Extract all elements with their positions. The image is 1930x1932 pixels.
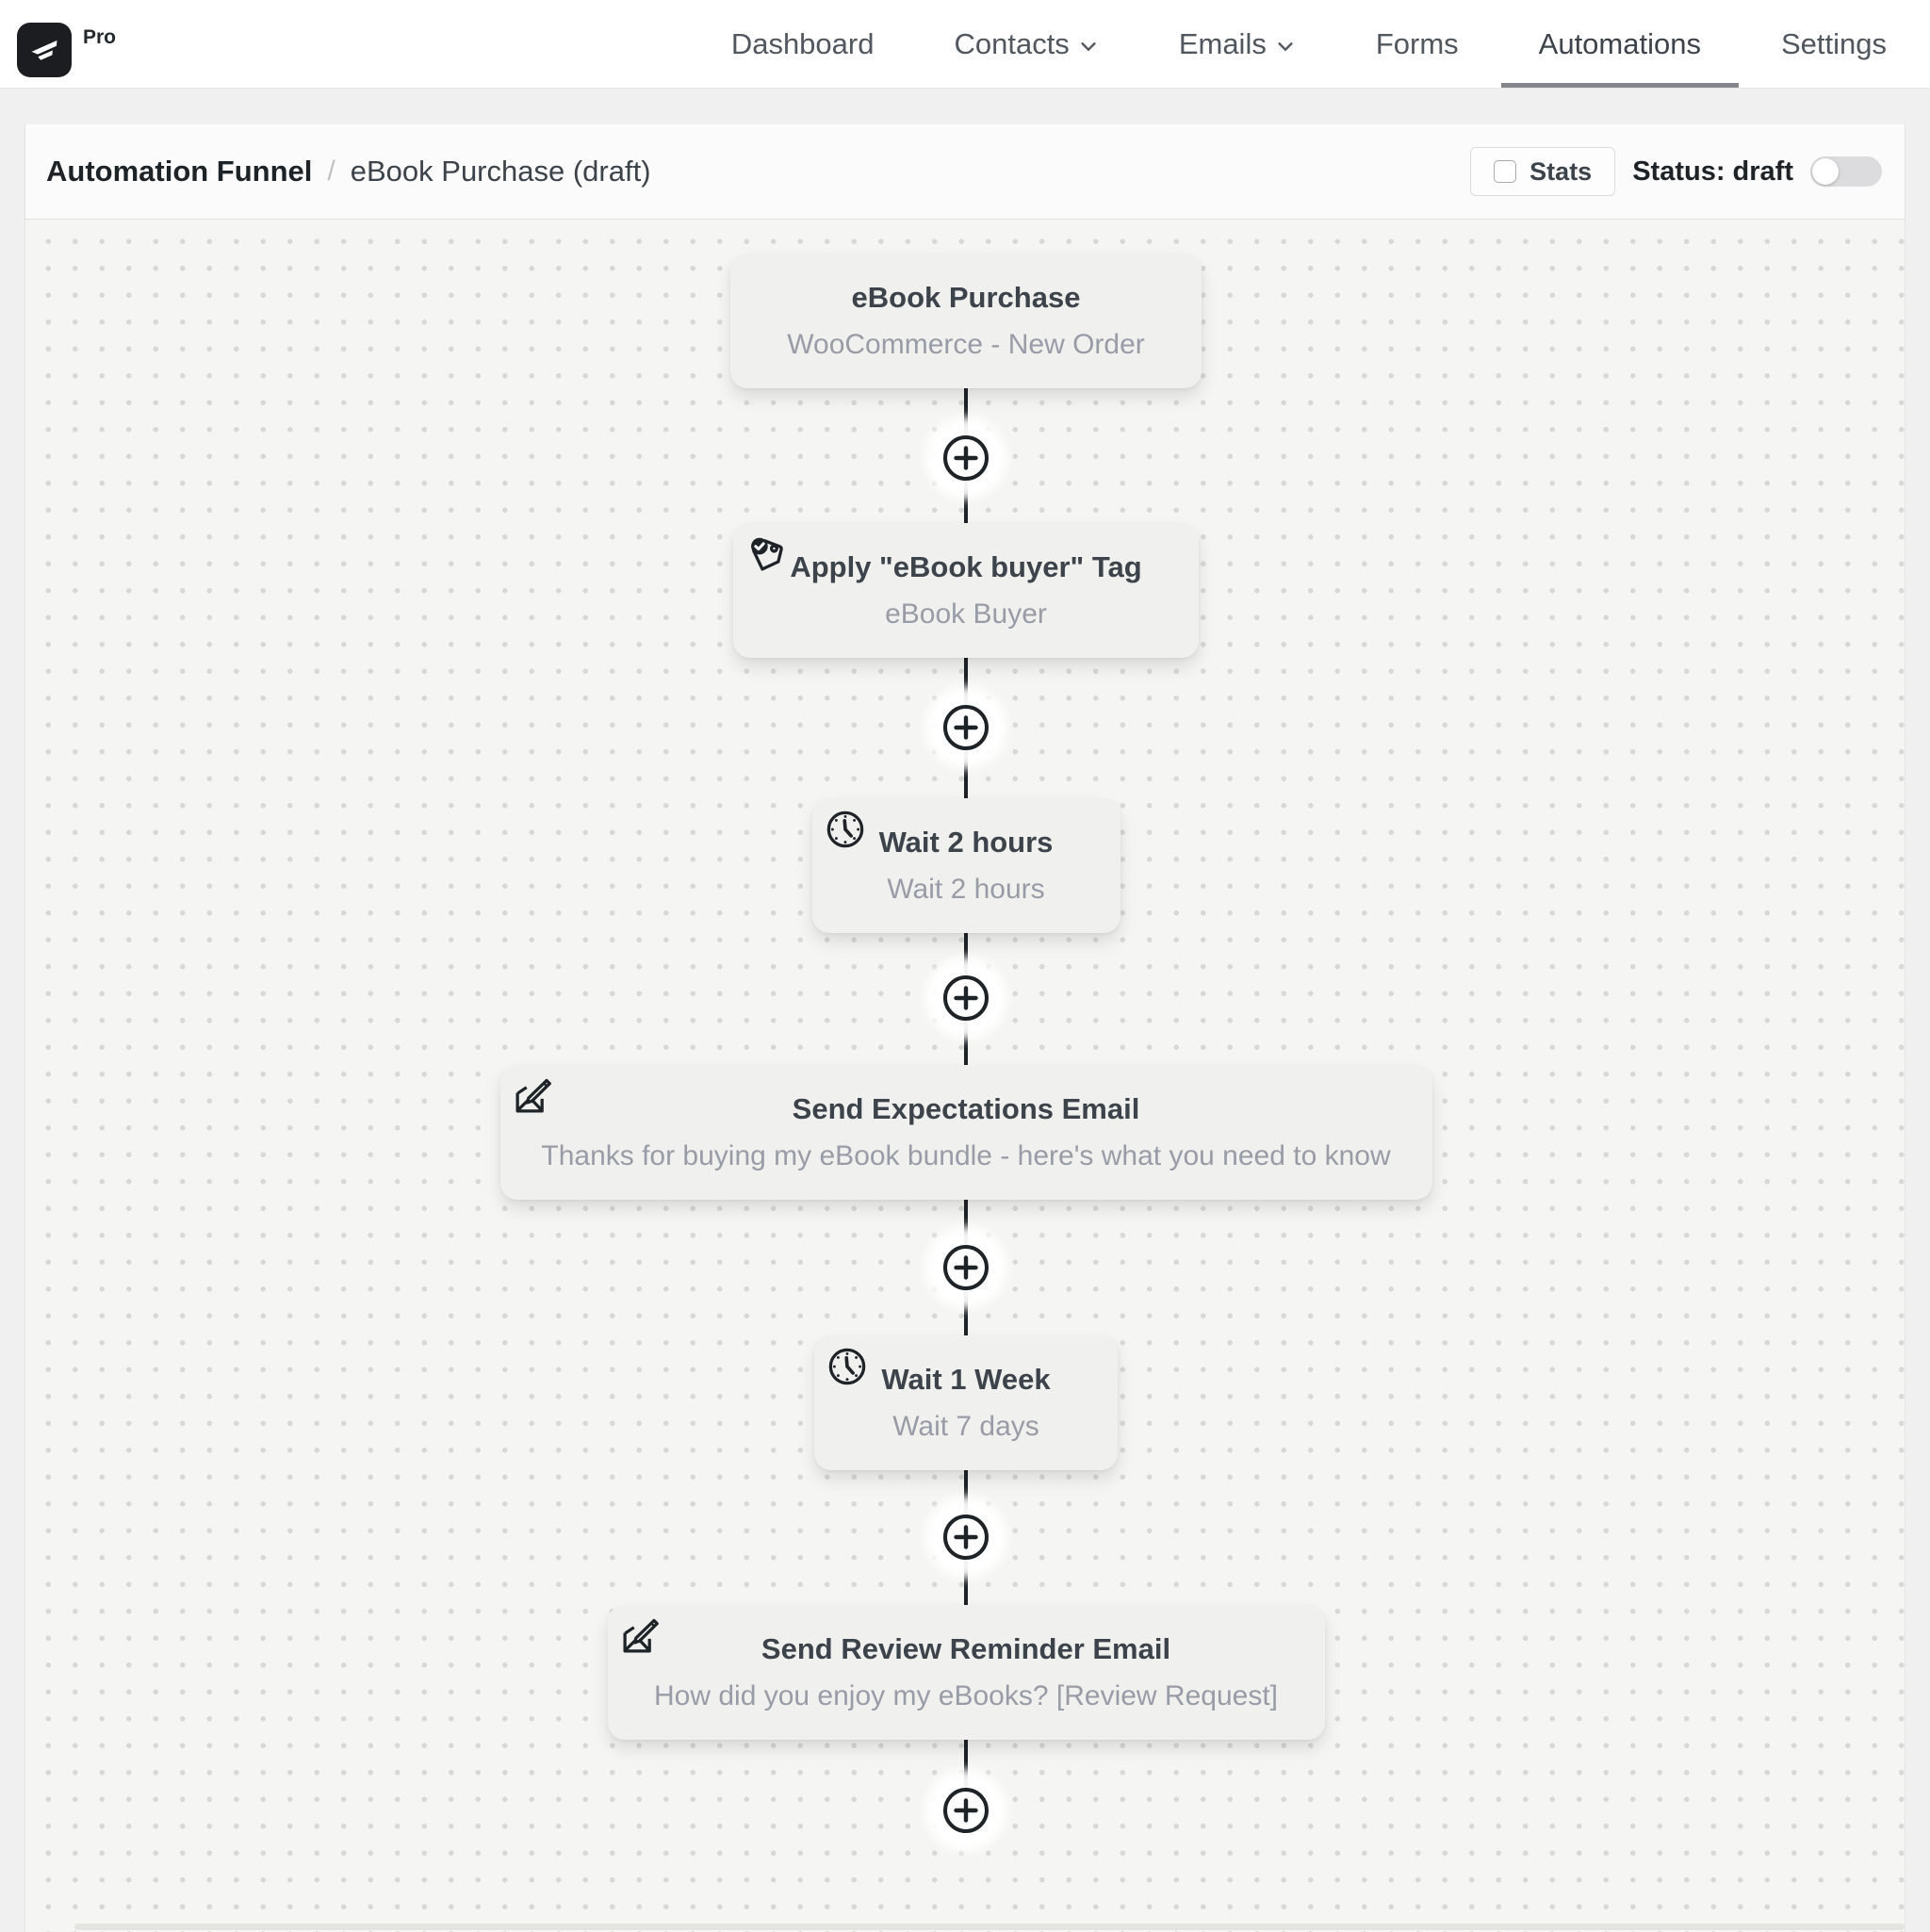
pro-badge: Pro [83, 25, 117, 48]
brand: Pro [0, 11, 116, 77]
status-toggle[interactable] [1810, 156, 1882, 187]
funnel-node-apply-ebook-buyer-tag[interactable]: Apply "eBook buyer" Tag eBook Buyer [733, 523, 1199, 658]
add-step-slot [924, 1226, 1007, 1309]
top-navigation-bar: Pro Dashboard Contacts Emails Forms Auto… [0, 0, 1930, 89]
node-subtitle: Thanks for buying my eBook bundle - here… [541, 1140, 1391, 1171]
status-label: Status: draft [1632, 156, 1793, 187]
add-step-button-3[interactable] [942, 974, 990, 1022]
add-step-slot [924, 1496, 1007, 1579]
nav-item-label: Dashboard [730, 26, 875, 60]
email-compose-icon [512, 1074, 555, 1118]
add-step-button-1[interactable] [942, 434, 990, 482]
clock-icon [826, 1345, 869, 1388]
add-step-slot [924, 417, 1007, 499]
add-step-slot [924, 1769, 1007, 1852]
plus-icon [943, 1788, 989, 1833]
node-title: Apply "eBook buyer" Tag [790, 550, 1142, 583]
nav-item-label: Contacts [954, 26, 1070, 60]
add-step-slot [924, 686, 1007, 769]
breadcrumb-current-funnel: eBook Purchase (draft) [350, 155, 651, 188]
nav-item-label: Automations [1538, 26, 1701, 60]
node-subtitle: Wait 7 days [892, 1411, 1039, 1442]
node-subtitle: How did you enjoy my eBooks? [Review Req… [654, 1680, 1278, 1711]
nav-item-dashboard[interactable]: Dashboard [694, 0, 912, 88]
main-nav: Dashboard Contacts Emails Forms Automati… [694, 0, 1930, 88]
chevron-down-icon [1278, 41, 1293, 51]
breadcrumb-separator: / [327, 156, 335, 187]
status-toggle-knob [1812, 158, 1839, 185]
plus-icon [943, 1245, 989, 1290]
plus-icon [943, 705, 989, 750]
node-subtitle: WooCommerce - New Order [787, 329, 1145, 360]
nav-item-automations[interactable]: Automations [1501, 0, 1739, 88]
breadcrumb-automation-funnel-link[interactable]: Automation Funnel [46, 155, 313, 188]
nav-item-forms[interactable]: Forms [1338, 0, 1497, 88]
stats-toggle-button[interactable]: Stats [1470, 147, 1616, 196]
add-step-button-4[interactable] [942, 1244, 990, 1291]
nav-item-label: Emails [1178, 26, 1267, 60]
plus-icon [943, 1514, 989, 1560]
tag-check-icon [744, 532, 788, 576]
add-step-button-6[interactable] [942, 1787, 990, 1834]
node-title: Send Expectations Email [792, 1092, 1140, 1125]
nav-item-label: Forms [1375, 26, 1459, 60]
clock-icon [824, 808, 867, 851]
nav-item-emails[interactable]: Emails [1141, 0, 1333, 88]
funnel-header-bar: Automation Funnel / eBook Purchase (draf… [25, 124, 1905, 220]
node-subtitle: eBook Buyer [885, 598, 1047, 630]
plus-icon [943, 975, 989, 1021]
add-step-button-5[interactable] [942, 1514, 990, 1561]
node-subtitle: Wait 2 hours [887, 874, 1045, 905]
automation-editor-panel: Automation Funnel / eBook Purchase (draf… [25, 124, 1905, 1932]
breadcrumb: Automation Funnel / eBook Purchase (draf… [46, 155, 651, 188]
nav-item-settings[interactable]: Settings [1743, 0, 1924, 88]
nav-item-label: Settings [1780, 26, 1887, 60]
stats-label: Stats [1529, 156, 1593, 186]
add-step-slot [924, 957, 1007, 1040]
nav-item-contacts[interactable]: Contacts [916, 0, 1136, 88]
node-title: Wait 2 hours [878, 826, 1054, 859]
stats-checkbox[interactable] [1494, 160, 1517, 183]
canvas-horizontal-scrollbar[interactable] [74, 1924, 1905, 1930]
node-title: Send Review Reminder Email [761, 1632, 1171, 1665]
node-title: eBook Purchase [851, 281, 1081, 314]
plus-icon [943, 435, 989, 481]
chevron-down-icon [1081, 41, 1096, 51]
node-title: Wait 1 Week [881, 1363, 1051, 1396]
header-controls: Stats Status: draft [1470, 147, 1882, 196]
email-compose-icon [619, 1614, 662, 1658]
fluentcrm-logo-icon[interactable] [17, 22, 72, 77]
add-step-button-2[interactable] [942, 704, 990, 751]
